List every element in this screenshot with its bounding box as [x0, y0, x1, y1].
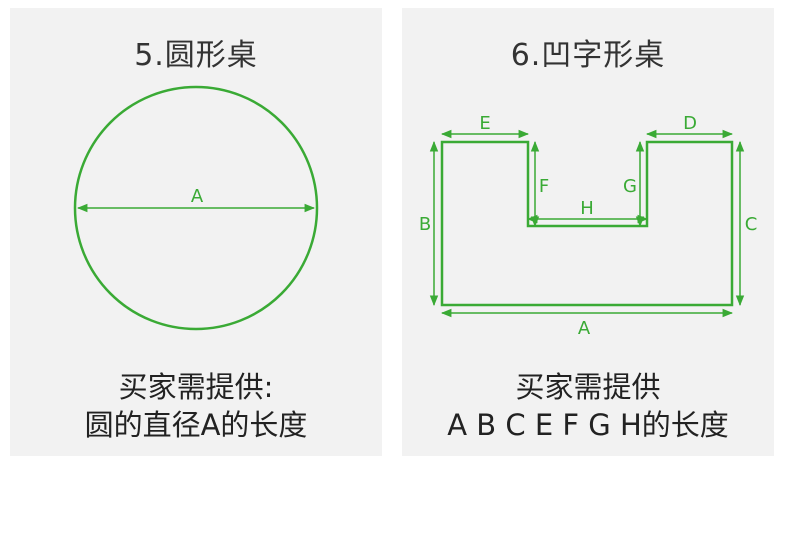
- diameter-label: A: [191, 186, 204, 207]
- round-table-title: 5.圆形桌: [134, 38, 258, 73]
- dimension-b-label: B: [419, 214, 431, 235]
- u-shaped-table-title: 6.凹字形桌: [510, 38, 666, 73]
- u-shaped-table-diagram: E D B C F G H A: [419, 113, 758, 339]
- u-shaped-table-caption-line1: 买家需提供: [515, 370, 661, 404]
- round-table-caption-line1: 买家需提供:: [118, 370, 274, 404]
- round-table-caption-line2: 圆的直径A的长度: [84, 408, 308, 442]
- dimension-d-label: D: [683, 113, 697, 134]
- u-shaped-table-outline: [440, 140, 734, 307]
- u-shaped-table-caption-line2: A B C E F G H的长度: [447, 408, 729, 442]
- u-shaped-table-panel: 6.凹字形桌 E D B C F G H A 买家需提供 A B C E F G…: [402, 8, 774, 456]
- round-table-panel: 5.圆形桌 A 买家需提供: 圆的直径A的长度: [10, 8, 382, 456]
- dimension-g-label: G: [623, 176, 637, 197]
- round-table-outline: [73, 85, 319, 331]
- dimension-c-label: C: [745, 214, 758, 235]
- dimension-a-label: A: [578, 318, 591, 339]
- dimension-e-label: E: [479, 113, 490, 134]
- dimension-f-label: F: [539, 176, 549, 197]
- round-table-diagram: A: [73, 85, 319, 331]
- dimension-h-label: H: [580, 198, 594, 219]
